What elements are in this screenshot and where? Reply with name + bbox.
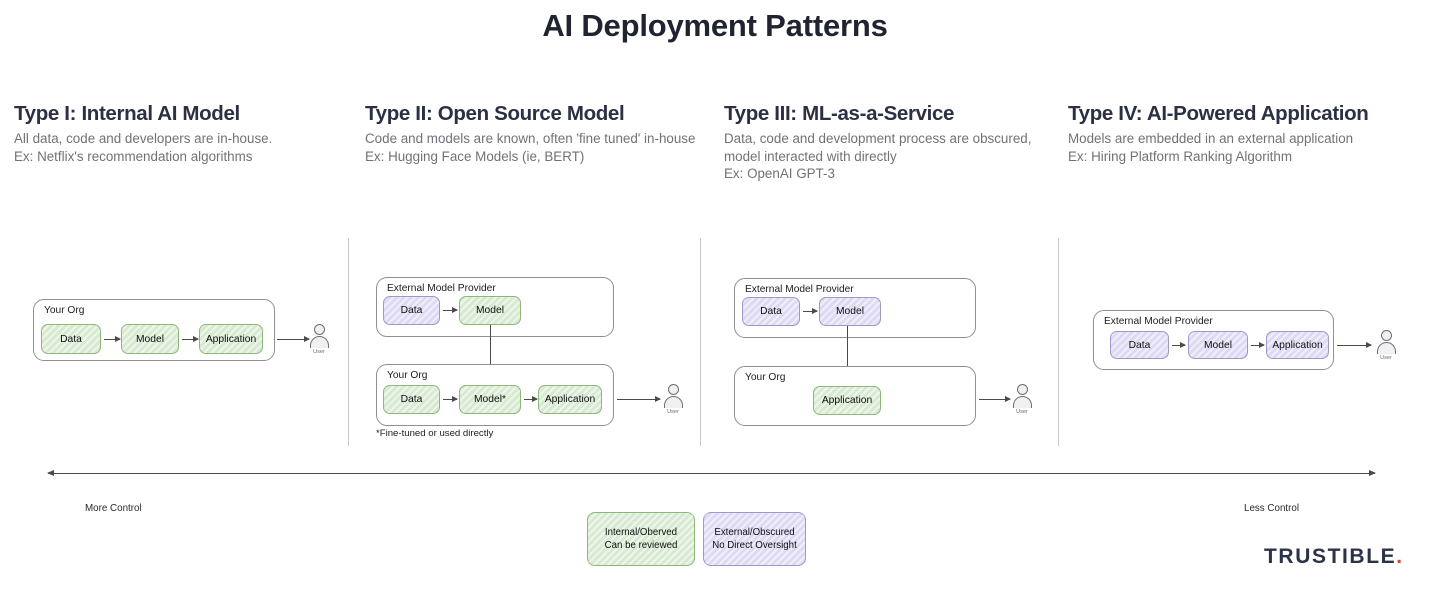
type4-user-icon: User [1373, 330, 1399, 361]
column-desc-type-4: Models are embedded in an external appli… [1068, 131, 1354, 164]
type4-external-provider-label: External Model Provider [1104, 316, 1213, 327]
user-body [663, 396, 683, 408]
node-label: Application [821, 395, 873, 406]
trustible-logo: TRUSTIBLE. [1264, 545, 1404, 569]
type4-data-node: Data [1110, 331, 1169, 359]
user-body [1376, 342, 1396, 354]
type3-external-data-node: Data [742, 297, 800, 326]
column-header-type-2: Type II: Open Source Model Code and mode… [365, 102, 695, 165]
type3-arrow-to-user [979, 395, 1011, 403]
node-label: Application [544, 394, 596, 405]
legend-internal-observed: Internal/Oberved Can be reviewed [587, 512, 695, 566]
user-head [1016, 384, 1028, 395]
node-label: Model [135, 333, 165, 345]
legend-1-line2: No Direct Oversight [712, 540, 797, 551]
type2-user-icon: User [660, 384, 686, 415]
type2-org-data-node: Data [383, 385, 440, 414]
user-label: User [1016, 409, 1028, 415]
column-title-type-3: Type III: ML-as-a-Service [724, 102, 955, 125]
type2-external-provider-panel: External Model Provider [376, 277, 614, 337]
type2-org-model-node: Model* [459, 385, 521, 414]
column-header-type-3: Type III: ML-as-a-Service Data, code and… [724, 102, 1059, 183]
column-header-type-4: Type IV: AI-Powered Application Models a… [1068, 102, 1369, 165]
brand-name: TRUSTIBLE [1264, 545, 1397, 568]
axis-caption-more-control: More Control [85, 503, 142, 514]
type4-arrow-to-user [1337, 341, 1372, 349]
node-label: Application [205, 333, 257, 345]
type3-org-application-node: Application [813, 386, 881, 415]
type1-data-node: Data [41, 324, 101, 354]
column-divider-3 [1058, 238, 1059, 446]
node-label: Model [835, 306, 865, 317]
page-title: AI Deployment Patterns [542, 8, 888, 43]
type4-arrow-data-model [1172, 341, 1186, 349]
brand-dot: . [1396, 545, 1404, 568]
type3-arrow-data-model [803, 307, 818, 315]
column-title-type-4: Type IV: AI-Powered Application [1068, 102, 1369, 125]
type1-your-org-label: Your Org [44, 305, 85, 316]
column-desc-type-2: Code and models are known, often 'fine t… [365, 131, 696, 164]
type2-external-provider-label: External Model Provider [387, 283, 496, 294]
type2-your-org-label: Your Org [387, 370, 428, 381]
type3-your-org-label: Your Org [745, 372, 786, 383]
user-head [667, 384, 679, 395]
type3-external-provider-label: External Model Provider [745, 284, 854, 295]
user-head [313, 324, 325, 335]
user-body [309, 336, 329, 348]
axis-caption-less-control: Less Control [1244, 503, 1299, 514]
node-label: Data [60, 333, 82, 345]
node-label: Data [760, 306, 782, 317]
type2-arrow-org-model-application [524, 395, 538, 403]
type1-model-node: Model [121, 324, 179, 354]
node-label: Model [1203, 339, 1233, 351]
type4-model-node: Model [1188, 331, 1248, 359]
type1-user-icon: User [306, 324, 332, 355]
column-title-type-2: Type II: Open Source Model [365, 102, 625, 125]
type3-user-icon: User [1009, 384, 1035, 415]
legend-0-line2: Can be reviewed [604, 540, 678, 551]
user-label: User [313, 349, 325, 355]
type1-arrow-model-application [182, 335, 199, 343]
node-label: Model* [473, 394, 507, 405]
legend-external-obscured: External/Obscured No Direct Oversight [703, 512, 806, 566]
control-axis-arrow [47, 468, 1376, 477]
type4-application-node: Application [1266, 331, 1329, 359]
type2-external-model-node: Model [459, 296, 521, 325]
user-label: User [667, 409, 679, 415]
node-label: Model [475, 305, 505, 316]
user-body [1012, 396, 1032, 408]
column-header-type-1: Type I: Internal AI Model All data, code… [14, 102, 272, 165]
column-desc-type-1: All data, code and developers are in-hou… [14, 131, 273, 164]
node-label: Data [400, 394, 423, 405]
type2-arrow-data-model [443, 306, 458, 314]
legend-1-line1: External/Obscured [714, 527, 795, 538]
user-label: User [1380, 355, 1392, 361]
node-label: Data [400, 305, 423, 316]
type2-org-application-node: Application [538, 385, 602, 414]
type2-external-data-node: Data [383, 296, 440, 325]
type1-application-node: Application [199, 324, 263, 354]
type3-external-model-node: Model [819, 297, 881, 326]
column-divider-2 [700, 238, 701, 446]
type2-arrow-org-data-model [443, 395, 458, 403]
type2-footnote: *Fine-tuned or used directly [376, 428, 494, 439]
type4-arrow-model-application [1251, 341, 1265, 349]
type2-arrow-to-user [617, 395, 661, 403]
column-desc-type-3: Data, code and development process are o… [724, 131, 1032, 181]
column-title-type-1: Type I: Internal AI Model [14, 102, 240, 125]
node-label: Application [1272, 339, 1323, 351]
user-head [1380, 330, 1392, 341]
type1-arrow-data-model [104, 335, 121, 343]
type1-arrow-to-user [277, 335, 310, 343]
node-label: Data [1128, 339, 1151, 351]
column-divider-1 [348, 238, 349, 446]
legend-0-line1: Internal/Oberved [604, 527, 678, 538]
